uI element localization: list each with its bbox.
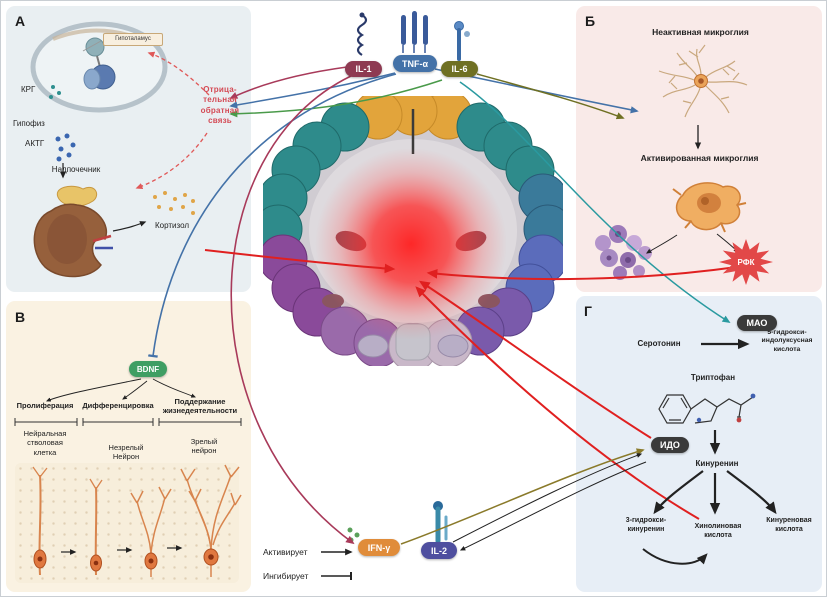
- panel-b-letter: Б: [585, 13, 596, 29]
- progenitor-cell-illustration: [89, 478, 103, 576]
- kidney-adrenal-illustration: [33, 185, 113, 278]
- serotonin-label: Серотонин: [637, 339, 681, 348]
- immature-neuron-illustration: [130, 486, 172, 577]
- ramified-microglia-illustration: [658, 44, 748, 118]
- legend-inhibits-label: Ингибирует: [263, 571, 309, 581]
- purple-cell-cluster-illustration: [595, 225, 652, 280]
- il1-badge: IL-1: [345, 61, 382, 77]
- tnfa-badge: TNF-α: [393, 55, 437, 72]
- quinolinic-acid-label: Хинолиновая кислота: [694, 523, 742, 539]
- kynurenine-label: Кинуренин: [695, 459, 739, 468]
- tnf-receptor-icon: [401, 11, 428, 53]
- crh-molecules-icon: [49, 85, 61, 99]
- acth-molecules-icon: [55, 133, 76, 162]
- panel-v-letter: В: [15, 309, 26, 325]
- mature-neuron-illustration: [180, 464, 242, 577]
- adrenal-label: Надпочечник: [51, 165, 101, 174]
- kynurenic-acid-label: Кинуреновая кислота: [766, 517, 812, 533]
- negative-feedback-label: Отрица- тельная обратная связь: [200, 85, 240, 126]
- activated-microglia-label: Активированная микроглия: [640, 153, 759, 163]
- inactive-microglia-label: Неактивная микроглия: [652, 27, 749, 37]
- cortisol-label: Кортизол: [154, 221, 190, 230]
- hypothalamus-pituitary-illustration: [30, 21, 168, 113]
- pituitary-label: Гипофиз: [13, 119, 45, 128]
- panel-a-letter: А: [15, 13, 26, 29]
- hypothalamus-label: Гипоталамус: [103, 33, 163, 46]
- mao-badge: МАО: [737, 315, 777, 331]
- il1-receptor-icon: [356, 12, 368, 56]
- hiaa-label: 5-гидрокси- индолуксусная кислота: [761, 329, 813, 353]
- il2-badge: IL-2: [421, 542, 457, 559]
- crh-label: КРГ: [21, 85, 36, 94]
- ros-label: РФК: [737, 257, 755, 267]
- tryptophan-structure-illustration: [658, 393, 756, 424]
- ifng-badge: IFN-γ: [358, 539, 400, 556]
- immature-neuron-label: Незрелый Нейрон: [108, 443, 144, 462]
- acth-label: АКТГ: [25, 139, 45, 148]
- ido-badge: ИДО: [651, 437, 689, 453]
- hydroxykynurenine-label: 3-гидрокси- кинуренин: [625, 517, 667, 533]
- panel-g-letter: Г: [584, 303, 592, 319]
- brain-coronal-section-illustration: [263, 96, 563, 366]
- bdnf-badge: BDNF: [129, 361, 167, 377]
- neural-stem-cell-label: Нейральная стволовая клетка: [23, 429, 67, 457]
- maintenance-label: Поддержание жизнедеятельности: [162, 397, 238, 416]
- neurogenic-niche-background: [15, 463, 239, 583]
- tryptophan-label: Триптофан: [690, 373, 736, 382]
- differentiation-label: Дифференцировка: [82, 401, 154, 410]
- neural-stem-cell-illustration: [32, 466, 48, 576]
- il6-badge: IL-6: [441, 61, 478, 77]
- proliferation-label: Пролиферация: [16, 401, 74, 410]
- cortisol-molecules-icon: [153, 191, 195, 215]
- il6-receptor-icon: [454, 21, 470, 61]
- activated-microglia-illustration: [672, 182, 747, 233]
- legend-activates-label: Активирует: [263, 547, 308, 557]
- il2-receptor-icon: [433, 501, 448, 543]
- mature-neuron-label: Зрелый нейрон: [190, 437, 218, 456]
